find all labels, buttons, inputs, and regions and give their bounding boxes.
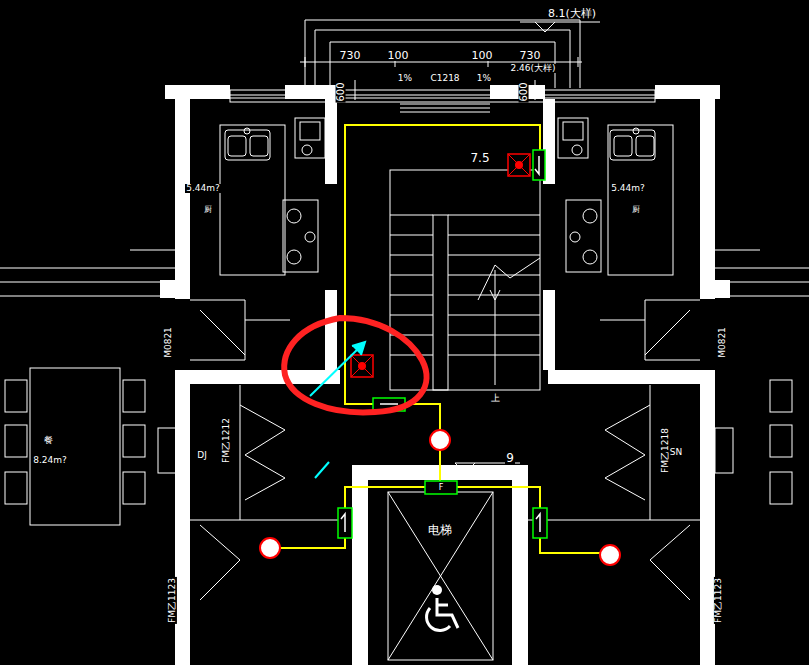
plan-label: FM乙1123: [713, 577, 722, 624]
plan-label: 730: [519, 50, 542, 61]
plan-label: C1218: [429, 74, 460, 83]
plan-label: FM乙1123: [167, 577, 176, 624]
plan-label: 餐: [43, 436, 54, 445]
plan-label: 5.44m?: [610, 184, 646, 193]
plan-label: DJ: [196, 451, 208, 460]
plan-label: 600: [519, 81, 529, 102]
plan-label: SN: [669, 448, 683, 457]
plan-label: 8.24m?: [32, 456, 68, 465]
plan-label: F: [438, 484, 445, 492]
plan-label: 厨: [203, 206, 213, 214]
plan-label: 100: [471, 50, 494, 61]
plan-label: FM乙1212: [221, 417, 230, 464]
plan-label: 电梯: [427, 524, 453, 536]
plan-label: 100: [387, 50, 410, 61]
plan-label: M0821: [163, 326, 172, 359]
plan-label: 1%: [476, 74, 492, 83]
plan-label: 厨: [631, 206, 641, 214]
plan-label: 8.1(大样): [547, 8, 597, 19]
plan-label: 7.5: [469, 152, 490, 164]
plan-label: 5.44m?: [185, 184, 221, 193]
plan-label: 2.46(大样): [509, 64, 556, 73]
plan-label: 600: [336, 81, 346, 102]
plan-label: 730: [339, 50, 362, 61]
plan-label: 9: [505, 452, 515, 464]
plan-label: 上: [490, 394, 501, 403]
plan-label: 1%: [397, 74, 413, 83]
plan-label: M0821: [717, 326, 726, 359]
